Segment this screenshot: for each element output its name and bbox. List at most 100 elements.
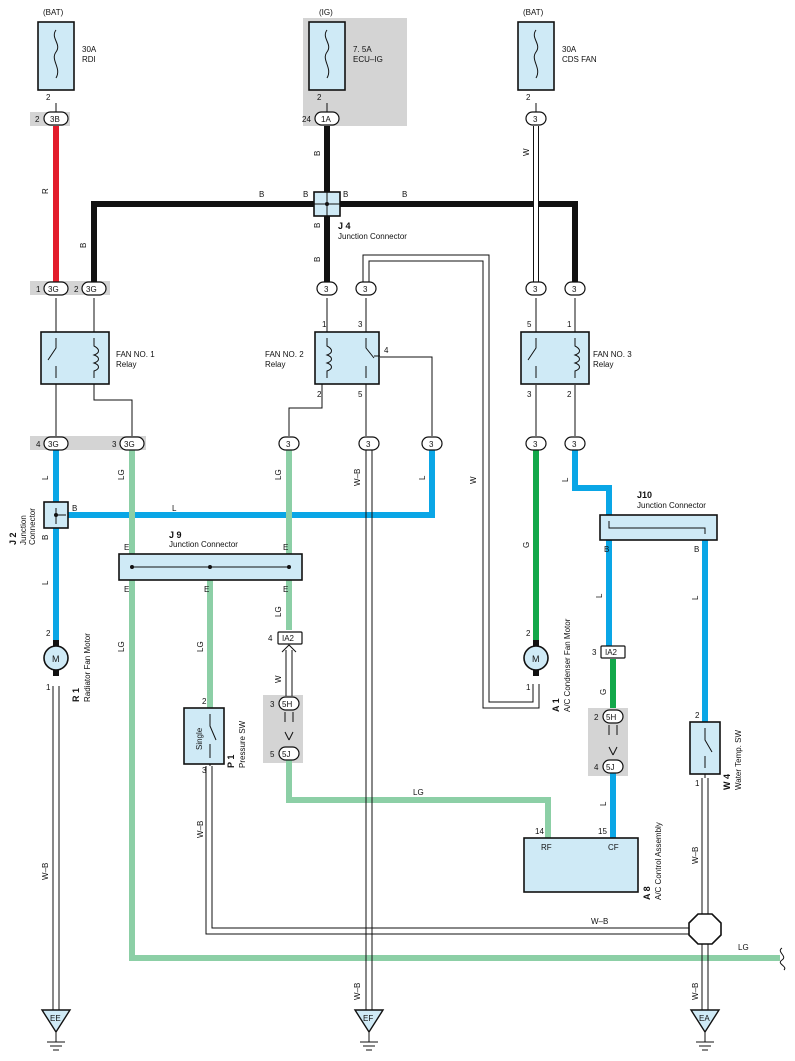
svg-text:2: 2 [594, 713, 599, 722]
svg-text:W: W [274, 675, 283, 683]
svg-text:5H: 5H [282, 700, 292, 709]
svg-text:ECU–IG: ECU–IG [353, 55, 383, 64]
svg-text:L: L [41, 475, 50, 480]
svg-text:B: B [604, 545, 609, 554]
connector-3g-3: 3G 3 [112, 436, 145, 451]
svg-text:LG: LG [738, 943, 749, 952]
svg-text:3: 3 [324, 285, 329, 294]
ground-ea: EA [689, 1009, 721, 1051]
svg-text:R: R [41, 188, 50, 194]
svg-text:M: M [52, 654, 60, 664]
svg-text:4: 4 [36, 440, 41, 449]
svg-text:W–B: W–B [196, 821, 205, 838]
svg-text:1: 1 [36, 285, 41, 294]
connector-3b: 3B 2 [35, 111, 69, 126]
svg-text:5J: 5J [606, 763, 614, 772]
svg-text:2: 2 [317, 390, 322, 399]
relay-fan-no-3: FAN NO. 3 Relay 5 1 3 2 [520, 320, 632, 399]
svg-text:B: B [259, 190, 264, 199]
junction-j10: J10 Junction Connector [599, 490, 718, 541]
connector-3g-4: 3G4 [36, 436, 69, 451]
svg-text:2: 2 [526, 629, 531, 638]
svg-text:Junction Connector: Junction Connector [637, 501, 706, 510]
svg-text:3B: 3B [50, 115, 60, 124]
svg-text:W–B: W–B [353, 469, 362, 486]
svg-text:Relay: Relay [593, 360, 613, 369]
svg-text:14: 14 [535, 827, 544, 836]
svg-text:LG: LG [413, 788, 424, 797]
svg-text:4: 4 [594, 763, 599, 772]
svg-text:LG: LG [196, 641, 205, 652]
svg-text:2: 2 [35, 115, 40, 124]
svg-text:B: B [79, 243, 88, 248]
svg-text:B: B [313, 151, 322, 156]
wire-labels: R B B B B B B B B W L LG LG W–B L W L B … [41, 148, 749, 1000]
svg-text:3: 3 [286, 440, 291, 449]
junction-j4: J 4 Junction Connector [313, 191, 407, 241]
svg-text:30A: 30A [562, 45, 577, 54]
relay-fan-no-1: FAN NO. 1 Relay [40, 331, 155, 385]
svg-text:Junction: Junction [19, 515, 28, 545]
junction-j2: J 2 Junction Connector [8, 501, 69, 545]
svg-text:2: 2 [202, 697, 207, 706]
svg-text:3: 3 [533, 115, 538, 124]
svg-text:Water Temp. SW: Water Temp. SW [734, 730, 743, 790]
svg-text:W–B: W–B [691, 847, 700, 864]
svg-text:5: 5 [270, 750, 275, 759]
svg-text:FAN NO. 2: FAN NO. 2 [265, 350, 304, 359]
svg-text:P 1: P 1 [226, 755, 236, 768]
svg-text:L: L [595, 593, 604, 598]
svg-text:3: 3 [572, 440, 577, 449]
fuse-ecu-ig: (IG) 7. 5A ECU–IG 2 [308, 8, 383, 102]
svg-text:3: 3 [572, 285, 577, 294]
splice-point [688, 913, 722, 945]
svg-text:B: B [72, 504, 77, 513]
svg-text:M: M [532, 654, 540, 664]
svg-text:LG: LG [117, 469, 126, 480]
connector-3-fan2c: 3 [421, 436, 443, 451]
svg-text:5: 5 [527, 320, 532, 329]
svg-text:3: 3 [112, 440, 117, 449]
svg-text:E: E [204, 585, 209, 594]
svg-text:2: 2 [46, 93, 51, 102]
ground-ee: EE [40, 1009, 72, 1051]
svg-text:J 9: J 9 [169, 530, 182, 540]
svg-text:7. 5A: 7. 5A [353, 45, 372, 54]
svg-text:LG: LG [117, 641, 126, 652]
svg-text:2: 2 [46, 629, 51, 638]
svg-text:Single: Single [195, 727, 204, 750]
svg-text:2: 2 [74, 285, 79, 294]
svg-text:A/C Control Assembly: A/C Control Assembly [654, 822, 663, 900]
connector-3-j4b: 3 [355, 281, 377, 296]
svg-text:LG: LG [274, 469, 283, 480]
connector-3-j4a: 3 [316, 281, 338, 296]
svg-text:B: B [694, 545, 699, 554]
svg-text:(IG): (IG) [319, 8, 333, 17]
fuse-cds-fan: (BAT) 30A CDS FAN 2 [517, 8, 597, 102]
svg-text:3: 3 [366, 440, 371, 449]
svg-text:3: 3 [533, 285, 538, 294]
svg-text:3G: 3G [48, 285, 59, 294]
svg-text:3G: 3G [124, 440, 135, 449]
ground-ef: EF [353, 1009, 385, 1051]
svg-text:Pressure SW: Pressure SW [238, 720, 247, 768]
junction-j9: J 9 Junction Connector [118, 530, 303, 581]
svg-text:LG: LG [274, 606, 283, 617]
svg-text:IA2: IA2 [282, 634, 295, 643]
connector-5j-left: 5J5 [270, 746, 300, 761]
svg-text:EE: EE [50, 1014, 61, 1023]
connector-5h-right: 5H2 [594, 709, 624, 724]
svg-text:2: 2 [695, 711, 700, 720]
svg-text:3: 3 [270, 700, 275, 709]
svg-text:L: L [172, 504, 177, 513]
svg-text:Junction Connector: Junction Connector [169, 540, 238, 549]
connector-3-fan3a: 3 [525, 281, 547, 296]
svg-text:4: 4 [268, 634, 273, 643]
svg-text:B: B [402, 190, 407, 199]
svg-text:R 1: R 1 [71, 688, 81, 702]
svg-text:B: B [303, 190, 308, 199]
svg-text:1: 1 [695, 779, 700, 788]
svg-text:4: 4 [384, 346, 389, 355]
